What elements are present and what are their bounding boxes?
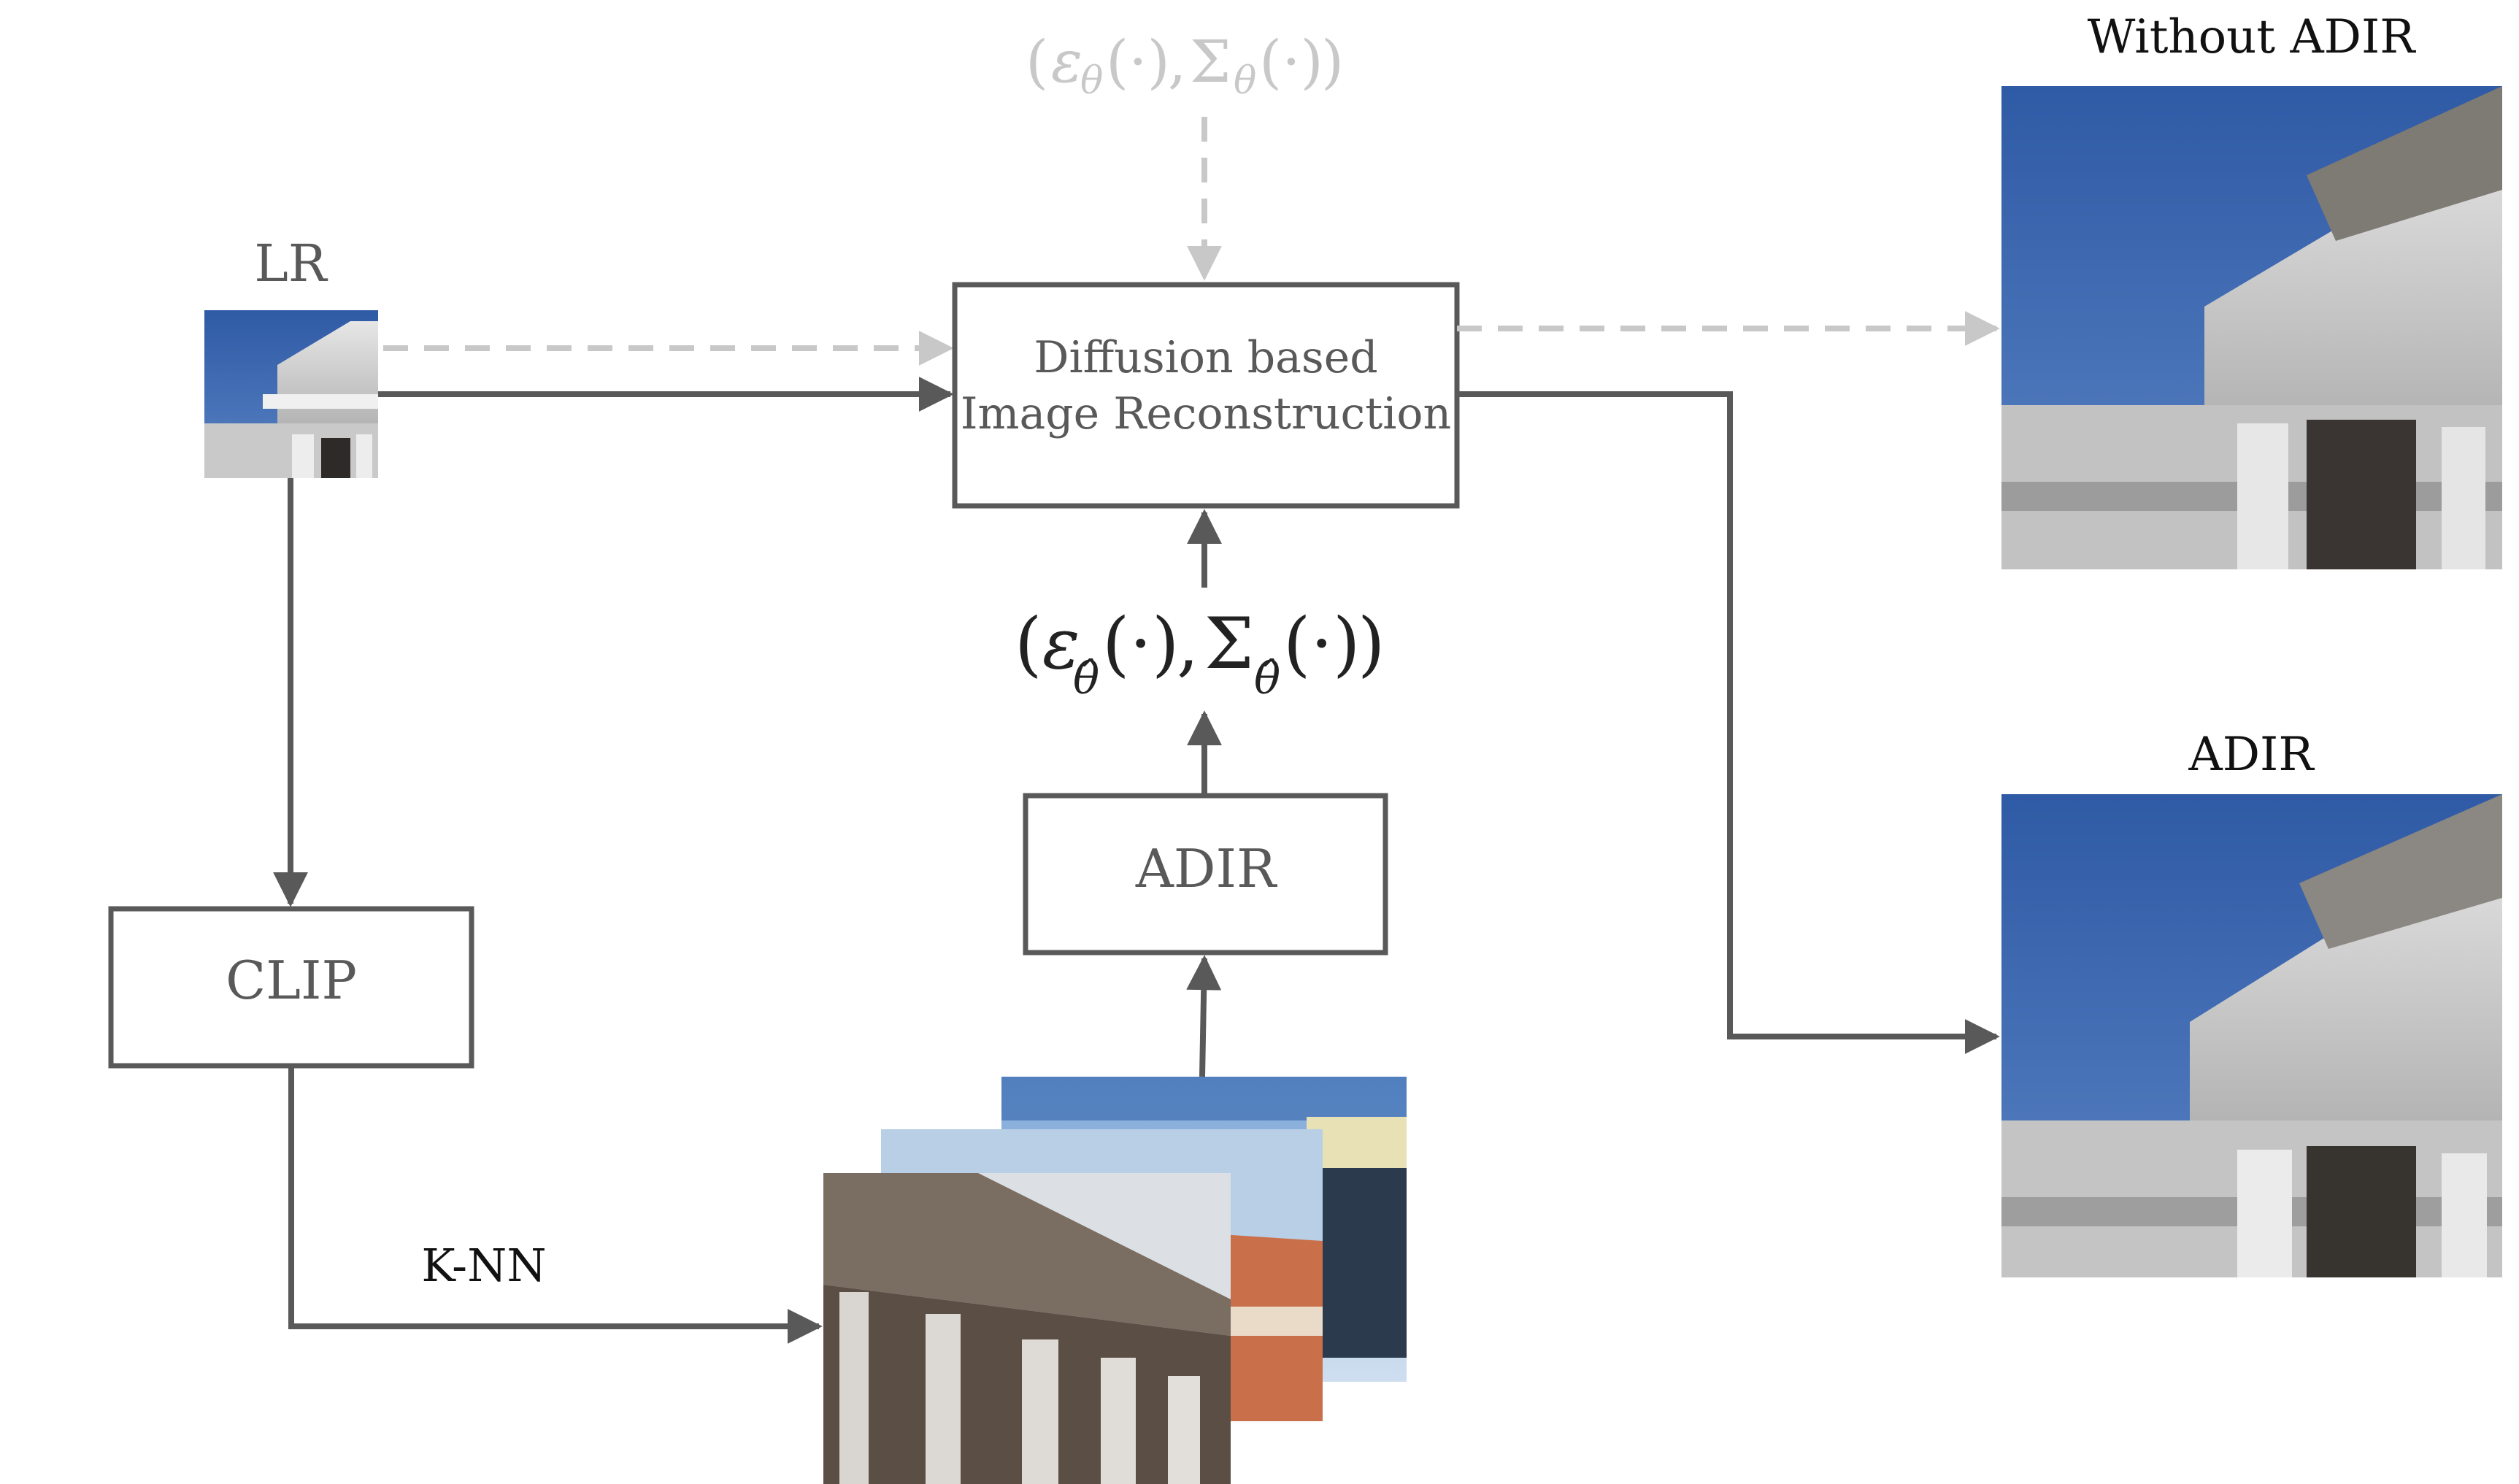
adir-result-image <box>2001 794 2502 1277</box>
svg-text:θ̂: θ̂ <box>1073 653 1099 704</box>
without-adir-image <box>2001 86 2502 569</box>
svg-text:(: ( <box>1015 603 1042 685</box>
prior-model-formula: ( ε θ (·) , Σ θ (·) ) <box>1026 28 1344 103</box>
svg-text:): ) <box>1321 28 1344 96</box>
svg-text:θ: θ <box>1080 59 1103 103</box>
svg-text:(·): (·) <box>1102 603 1179 685</box>
svg-text:ε: ε <box>1042 603 1080 685</box>
adapted-model-formula: ( ε θ̂ (·) , Σ θ̂ (·) ) <box>1015 603 1385 704</box>
diffusion-to-adir-result-arrow <box>1457 391 2000 1054</box>
svg-text:(: ( <box>1026 28 1048 96</box>
diffusion-box-line2: Image Reconstruction <box>961 388 1451 439</box>
svg-text:,: , <box>1168 28 1186 96</box>
adir-box-label: ADIR <box>1135 838 1277 899</box>
svg-text:Σ: Σ <box>1190 28 1231 96</box>
diffusion-box-line1: Diffusion based <box>1034 332 1377 383</box>
svg-text:(·): (·) <box>1259 28 1323 96</box>
svg-text:): ) <box>1358 603 1385 685</box>
svg-text:θ: θ <box>1234 59 1256 103</box>
adir-result-title: ADIR <box>2188 728 2315 782</box>
clip-to-images-knn-arrow <box>288 1066 823 1344</box>
svg-text:(·): (·) <box>1106 28 1170 96</box>
svg-text:,: , <box>1177 603 1199 685</box>
retrieved-images-stack <box>823 1077 1407 1484</box>
lr-image <box>204 310 378 478</box>
images-to-adir-arrow <box>1186 955 1222 1077</box>
retrieved-image-1 <box>823 1173 1231 1484</box>
svg-text:Σ: Σ <box>1204 603 1254 685</box>
svg-text:θ̂: θ̂ <box>1254 653 1280 704</box>
svg-text:(·): (·) <box>1283 603 1360 685</box>
without-adir-title: Without ADIR <box>2088 10 2417 64</box>
svg-text:ε: ε <box>1051 28 1082 96</box>
lr-label: LR <box>254 234 328 293</box>
clip-box-label: CLIP <box>226 950 357 1011</box>
adir-box <box>1023 793 1388 956</box>
knn-label: K-NN <box>421 1239 546 1292</box>
